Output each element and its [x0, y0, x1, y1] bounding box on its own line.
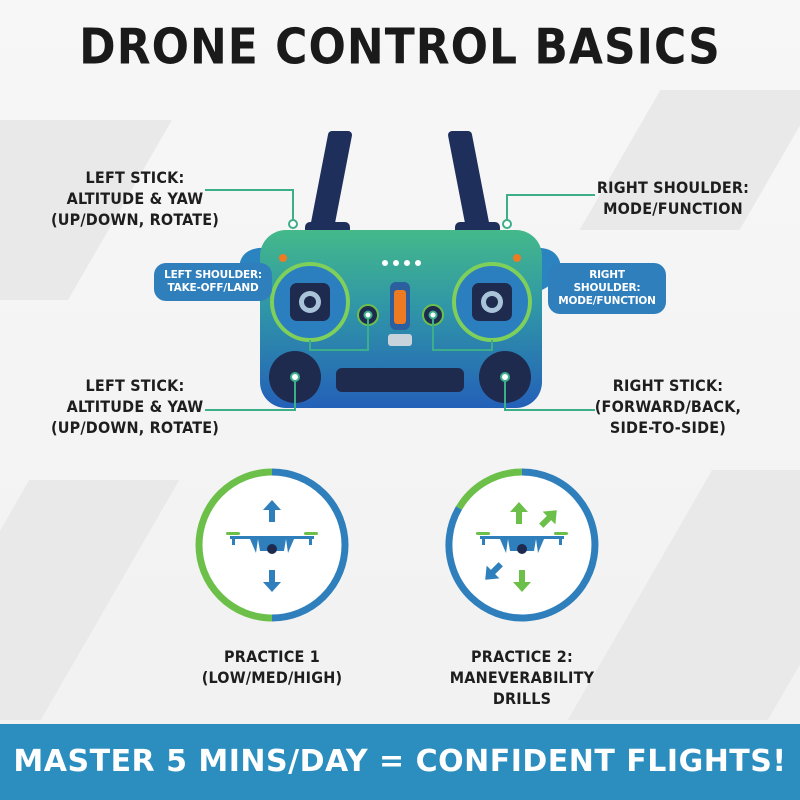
arrow-diagonal-icon: [485, 562, 503, 580]
label-line: MANEVERABILITY: [449, 668, 595, 687]
label-line: MODE/FUNCTION: [603, 199, 743, 218]
leader-lines: [205, 189, 595, 411]
label-line: RIGHT STICK:: [612, 376, 724, 395]
label-left-stick-top: LEFT STICK: ALTITUDE & YAW (UP/DOWN, ROT…: [45, 167, 225, 230]
label-line: PRACTICE 1: [224, 647, 320, 666]
left-stick-gimbal: [270, 262, 350, 342]
practice-illustrations: [195, 468, 599, 622]
footer-banner: MASTER 5 MINS/DAY = CONFIDENT FLIGHTS!: [0, 724, 800, 800]
label-line: (LOW/MED/HIGH): [201, 668, 343, 687]
label-line: ALTITUDE & YAW: [66, 189, 204, 208]
arrow-up-icon: [510, 502, 528, 524]
pill-line: RIGHT SHOULDER:: [573, 269, 641, 294]
arrow-diagonal-icon: [539, 510, 557, 528]
left-shoulder-pill: LEFT SHOULDER: TAKE-OFF/LAND: [154, 263, 272, 301]
arrow-down-icon: [263, 570, 281, 592]
label-line: (FORWARD/BACK,: [594, 397, 742, 416]
practice-2-label: PRACTICE 2: MANEVERABILITY DRILLS: [440, 646, 604, 709]
label-line: DRILLS: [492, 689, 552, 708]
label-line: LEFT STICK:: [85, 376, 185, 395]
drone-icon: [476, 532, 568, 554]
footer-text: MASTER 5 MINS/DAY = CONFIDENT FLIGHTS!: [13, 744, 787, 779]
label-line: LEFT STICK:: [85, 168, 185, 187]
right-stick-gimbal: [452, 262, 532, 342]
label-right-stick-bottom: RIGHT STICK: (FORWARD/BACK, SIDE-TO-SIDE…: [578, 375, 758, 438]
pill-line: MODE/FUNCTION: [558, 295, 656, 307]
label-line: ALTITUDE & YAW: [66, 397, 204, 416]
label-line: SIDE-TO-SIDE): [609, 418, 727, 437]
label-line: PRACTICE 2:: [471, 647, 573, 666]
right-shoulder-pill: RIGHT SHOULDER: MODE/FUNCTION: [548, 263, 666, 314]
drone-icon: [226, 532, 318, 554]
label-line: (UP/DOWN, ROTATE): [50, 418, 220, 437]
label-line: RIGHT SHOULDER:: [596, 178, 750, 197]
label-right-shoulder-top: RIGHT SHOULDER: MODE/FUNCTION: [588, 177, 758, 219]
controller-illustration: [205, 131, 595, 411]
label-line: (UP/DOWN, ROTATE): [50, 210, 220, 229]
arrow-up-icon: [263, 500, 281, 522]
label-left-stick-bottom: LEFT STICK: ALTITUDE & YAW (UP/DOWN, ROT…: [45, 375, 225, 438]
pill-line: TAKE-OFF/LAND: [167, 282, 259, 294]
pill-line: LEFT SHOULDER:: [164, 269, 262, 281]
arrow-down-icon: [513, 570, 531, 592]
page-title: DRONE CONTROL BASICS: [79, 18, 721, 77]
antenna-right: [448, 131, 500, 238]
practice-1-label: PRACTICE 1 (LOW/MED/HIGH): [190, 646, 354, 688]
antenna-left: [305, 131, 352, 238]
